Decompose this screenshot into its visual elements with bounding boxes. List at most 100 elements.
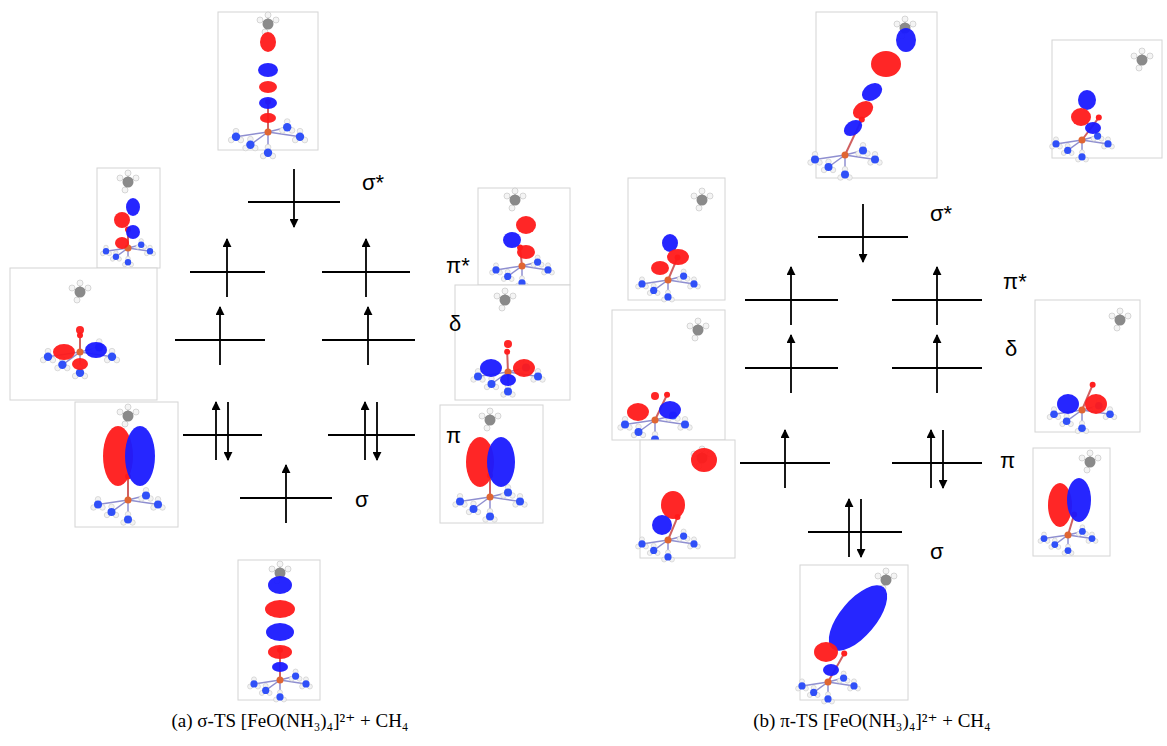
nitrogen-atom xyxy=(825,163,833,171)
hydrogen-atom xyxy=(707,193,713,199)
orbital-lobe xyxy=(126,198,140,216)
hydrogen-atom xyxy=(125,170,131,176)
spin-arrow xyxy=(862,204,864,262)
picture-frame xyxy=(97,168,160,268)
nitrogen-atom xyxy=(1089,535,1096,542)
nitrogen-atom xyxy=(1051,541,1058,548)
nitrogen-atom xyxy=(650,547,657,554)
picture-frame xyxy=(1052,40,1162,158)
picture-frame xyxy=(1033,448,1110,556)
hydrogen-atom xyxy=(910,21,916,27)
energy-level xyxy=(808,531,902,533)
hydrogen-atom xyxy=(875,573,881,579)
nitrogen-atom xyxy=(250,680,257,687)
energy-level xyxy=(183,434,262,436)
hydrogen-atom xyxy=(1109,313,1115,319)
orbital-label: π* xyxy=(446,254,470,278)
orbital-lobe xyxy=(266,623,294,641)
orbital-label: π xyxy=(1000,449,1015,473)
nitrogen-atom xyxy=(302,680,309,687)
nitrogen-atom xyxy=(1050,410,1058,418)
hydrogen-atom xyxy=(691,193,697,199)
iron-atom xyxy=(265,129,272,136)
hydrogen-atom xyxy=(484,425,490,431)
hydrogen-atom xyxy=(1114,325,1120,331)
orbital-lobe xyxy=(85,342,107,358)
hydrogen-atom xyxy=(494,293,500,299)
orbital-label: π xyxy=(446,424,461,448)
iron-atom xyxy=(652,417,659,424)
carbon-atom xyxy=(1115,315,1126,326)
carbon-atom xyxy=(123,177,134,188)
orbital-lobe xyxy=(480,359,502,377)
nitrogen-atom xyxy=(283,123,291,131)
oxygen-atom xyxy=(841,650,847,656)
carbon-atom xyxy=(693,325,704,336)
carbon-atom xyxy=(263,19,274,30)
hydrogen-atom xyxy=(520,193,526,199)
hydrogen-atom xyxy=(1131,53,1137,59)
hydrogen-atom xyxy=(696,205,702,211)
nitrogen-atom xyxy=(1079,528,1086,535)
picture-frame xyxy=(478,188,570,285)
picture-frame xyxy=(800,565,908,700)
hydrogen-atom xyxy=(269,566,275,572)
nitrogen-atom xyxy=(638,280,645,287)
nitrogen-atom xyxy=(147,248,153,254)
hydrogen-atom xyxy=(510,293,516,299)
hydrogen-atom xyxy=(479,413,485,419)
nitrogen-atom xyxy=(488,380,496,388)
orbital-lobe xyxy=(126,225,140,239)
iron-atom xyxy=(77,349,84,356)
orbital-lobe xyxy=(823,664,839,676)
orbital-lobe xyxy=(1067,478,1091,522)
hydrogen-atom xyxy=(1117,308,1123,314)
orbital-picture xyxy=(440,405,543,523)
picture-frame xyxy=(218,12,318,150)
nitrogen-atom xyxy=(1104,140,1111,147)
energy-level xyxy=(328,434,415,436)
orbital-lobe xyxy=(691,448,717,472)
spin-arrow xyxy=(376,402,378,460)
nitrogen-atom xyxy=(690,280,697,287)
orbital-lobe xyxy=(896,28,916,52)
hydrogen-atom xyxy=(509,205,515,211)
hydrogen-atom xyxy=(687,323,693,329)
nitrogen-atom xyxy=(474,373,482,381)
picture-frame xyxy=(640,440,735,558)
hydrogen-atom xyxy=(703,323,709,329)
orbital-lobe xyxy=(1085,394,1107,414)
nitrogen-atom xyxy=(103,248,109,254)
orbital-label: δ xyxy=(1005,337,1017,361)
nitrogen-atom xyxy=(635,428,643,436)
hydrogen-atom xyxy=(894,21,900,27)
iron-atom xyxy=(665,277,672,284)
hydrogen-atom xyxy=(1087,450,1093,456)
spin-arrow xyxy=(219,307,221,365)
nitrogen-atom xyxy=(124,516,132,524)
nitrogen-atom xyxy=(798,682,805,689)
nitrogen-atom xyxy=(504,273,511,280)
orbital-lobe xyxy=(627,403,649,421)
hydrogen-atom xyxy=(699,188,705,194)
hydrogen-atom xyxy=(265,12,271,18)
iron-atom xyxy=(842,152,849,159)
nitrogen-atom xyxy=(664,553,671,560)
orbital-picture xyxy=(10,268,157,400)
orbital-lobe xyxy=(661,491,685,519)
hydrogen-atom xyxy=(1125,313,1131,319)
orbital-lobe xyxy=(114,212,130,228)
nitrogen-atom xyxy=(232,133,240,141)
iron-atom xyxy=(1065,532,1072,539)
carbon-atom xyxy=(697,195,708,206)
orbital-lobe xyxy=(1057,394,1079,414)
hydrogen-atom xyxy=(1136,65,1142,71)
orbital-picture xyxy=(238,560,320,702)
hydrogen-atom xyxy=(85,285,91,291)
nitrogen-atom xyxy=(850,682,857,689)
hydrogen-atom xyxy=(1139,48,1145,54)
orbital-lobe xyxy=(258,63,278,77)
picture-frame xyxy=(75,402,178,527)
iron-atom xyxy=(519,263,526,270)
